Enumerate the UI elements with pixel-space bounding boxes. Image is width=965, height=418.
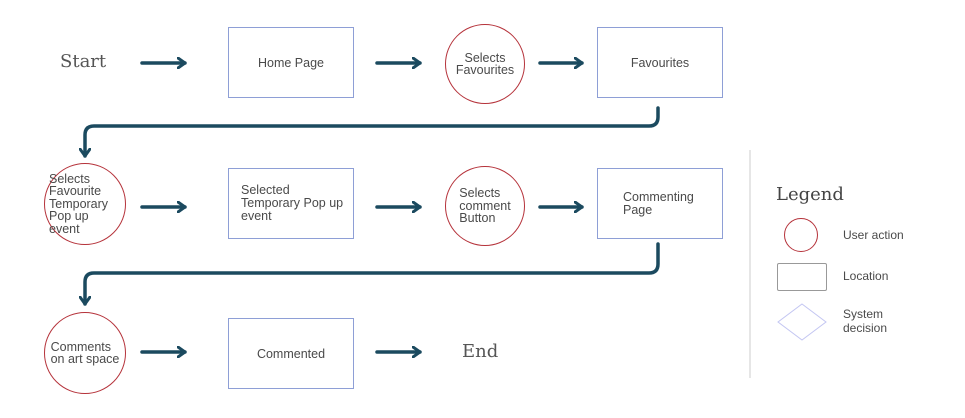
legend-system-decision-label: System decision [843,307,888,335]
legend-title: Legend [776,184,844,205]
node-commenting-page: Commenting Page [597,168,723,239]
node-commented-label: Commented [256,346,326,361]
node-selects-comment-button: Selects comment Button [445,166,525,246]
node-favourites-label: Favourites [630,55,690,70]
connector-favourites-to-row2 [85,106,660,158]
connector-commenting-to-row3 [85,242,660,306]
node-selected-popup-label: Selected Temporary Pop up event [241,183,344,223]
node-selects-favourite-popup-label: Selects Favourite Temporary Pop up event [49,171,109,236]
node-home-page-label: Home Page [257,55,324,70]
node-home-page: Home Page [228,27,354,98]
node-selects-favourite-popup: Selects Favourite Temporary Pop up event [44,163,126,245]
location-icon [777,263,827,291]
legend-user-action-label: User action [843,228,904,242]
node-selects-favourites: Selects Favourites [445,24,525,104]
system-decision-icon [777,303,827,341]
node-selected-popup: Selected Temporary Pop up event [228,168,354,239]
node-favourites: Favourites [597,27,723,98]
user-action-icon [784,218,818,252]
node-selects-favourites-label: Selects Favourites [455,50,515,77]
start-label: Start [60,51,107,72]
end-label: End [462,341,499,362]
node-commented: Commented [228,318,354,389]
legend-location-label: Location [843,269,889,283]
node-comments-on-art-space-label: Comments on art space [50,339,120,366]
node-commenting-page-label: Commenting Page [623,189,694,217]
node-selects-comment-button-label: Selects comment Button [459,186,511,226]
node-comments-on-art-space: Comments on art space [44,312,126,394]
